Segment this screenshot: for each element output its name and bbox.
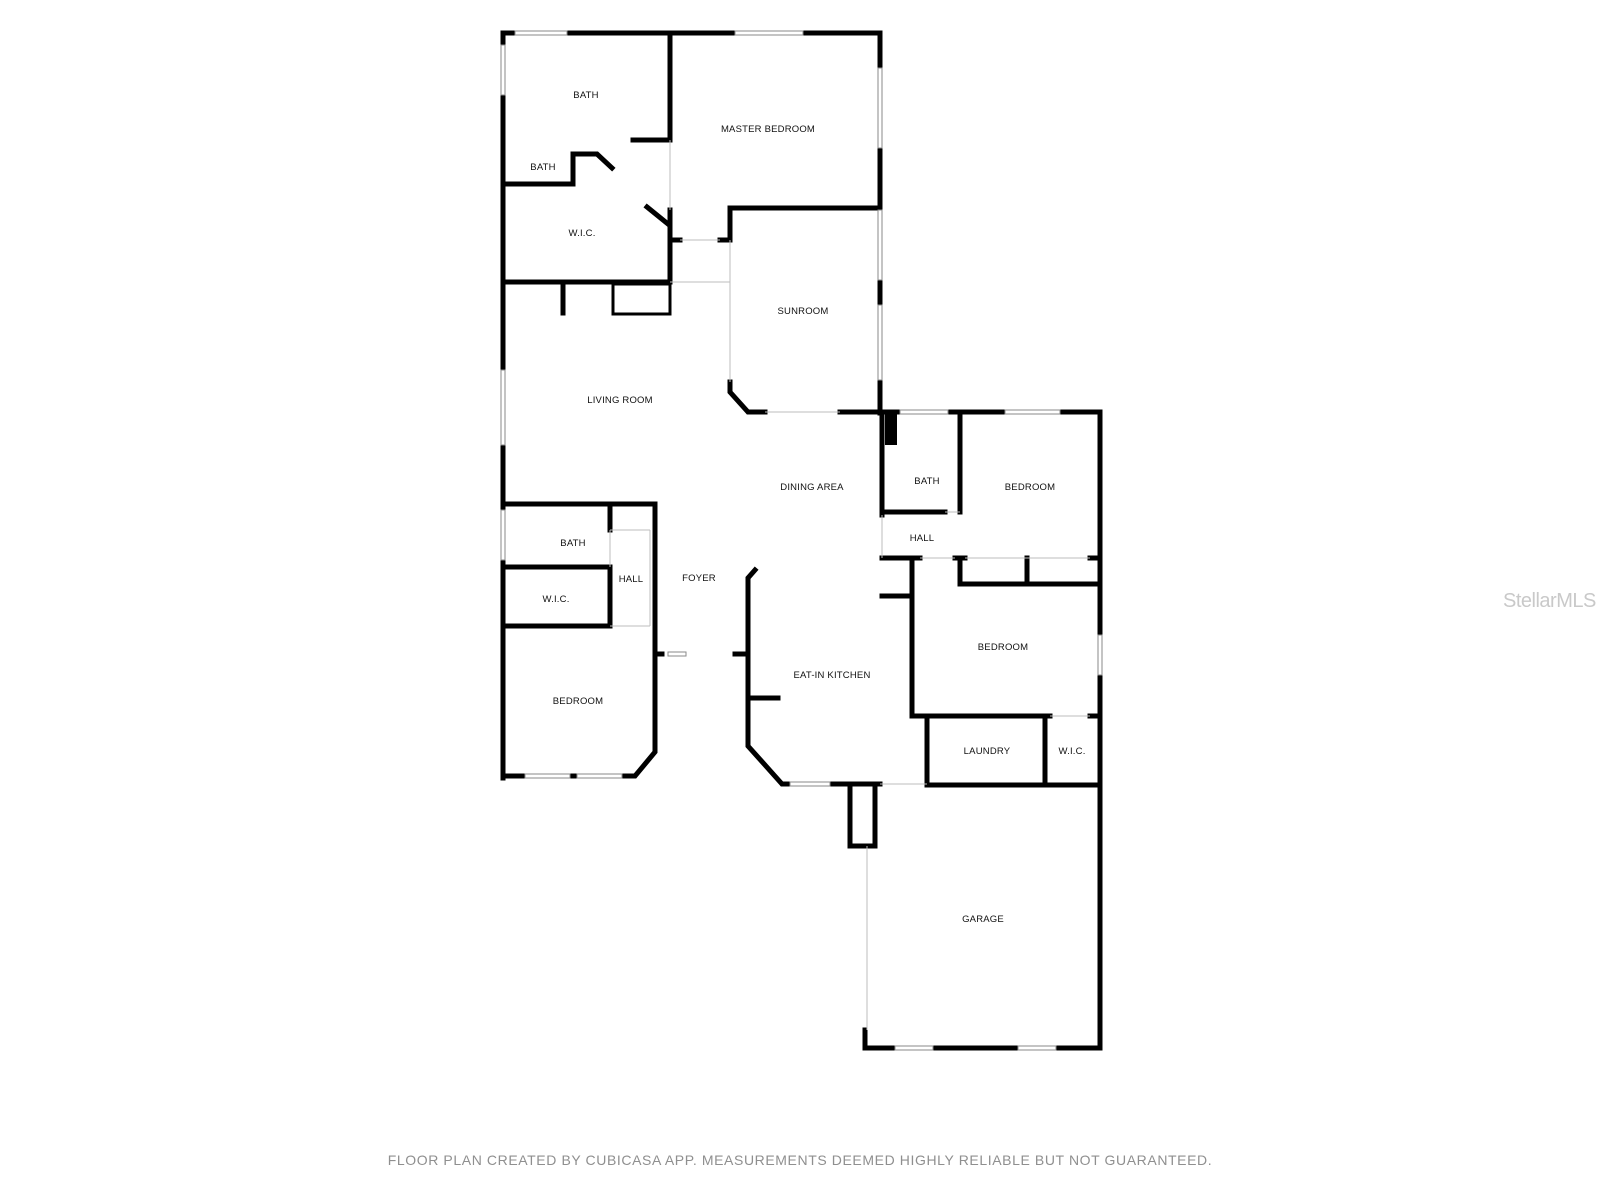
room-label-sunroom: SUNROOM	[777, 306, 828, 317]
room-label-wic-west: W.I.C.	[542, 594, 569, 605]
room-label-bedroom-west: BEDROOM	[553, 696, 604, 707]
room-label-wic-master: W.I.C.	[568, 228, 595, 239]
room-label-hall-east: HALL	[910, 533, 935, 544]
room-label-garage: GARAGE	[962, 914, 1004, 925]
room-label-master-bedroom: MASTER BEDROOM	[721, 124, 815, 135]
room-label-bath-west: BATH	[560, 538, 585, 549]
room-label-bedroom-middle: BEDROOM	[978, 642, 1029, 653]
openings	[609, 140, 1090, 1030]
room-label-wic-east: W.I.C.	[1058, 746, 1085, 757]
room-label-dining-area: DINING AREA	[780, 482, 844, 493]
room-label-hall-west: HALL	[619, 574, 644, 585]
room-label-foyer: FOYER	[682, 573, 716, 584]
room-label-bath-master: BATH	[573, 90, 598, 101]
room-label-bath-east: BATH	[914, 476, 939, 487]
room-label-bath-small: BATH	[530, 162, 555, 173]
room-labels: BATH MASTER BEDROOM BATH W.I.C. SUNROOM …	[530, 90, 1085, 925]
walls	[500, 30, 1103, 1051]
windows	[500, 30, 1103, 1051]
room-label-bedroom-east: BEDROOM	[1005, 482, 1056, 493]
footer-disclaimer: FLOOR PLAN CREATED BY CUBICASA APP. MEAS…	[387, 1152, 1213, 1168]
room-label-laundry: LAUNDRY	[964, 746, 1011, 757]
room-label-living-room: LIVING ROOM	[587, 395, 653, 406]
room-label-eat-in-kitchen: EAT-IN KITCHEN	[793, 670, 870, 681]
watermark-logo: StellarMLS	[1503, 590, 1596, 612]
